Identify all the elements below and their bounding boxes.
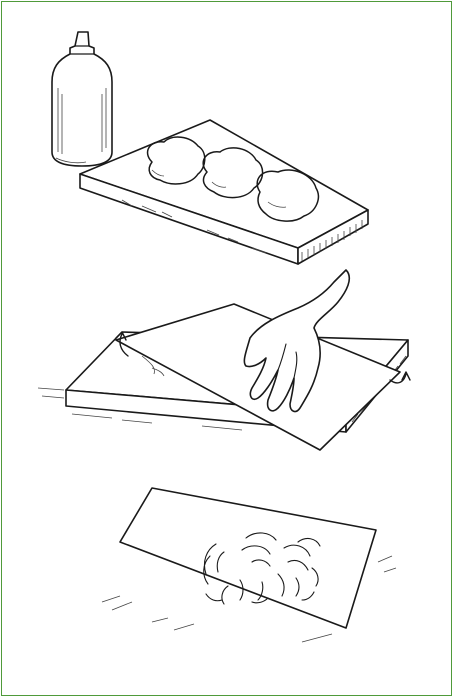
board-icon xyxy=(80,120,368,264)
print-paper-icon xyxy=(102,488,396,642)
glue-bottle-icon xyxy=(52,32,112,166)
panel-lifted-print xyxy=(102,488,396,642)
panel-glue-on-board xyxy=(52,32,368,264)
panel-press-paper xyxy=(38,270,410,450)
